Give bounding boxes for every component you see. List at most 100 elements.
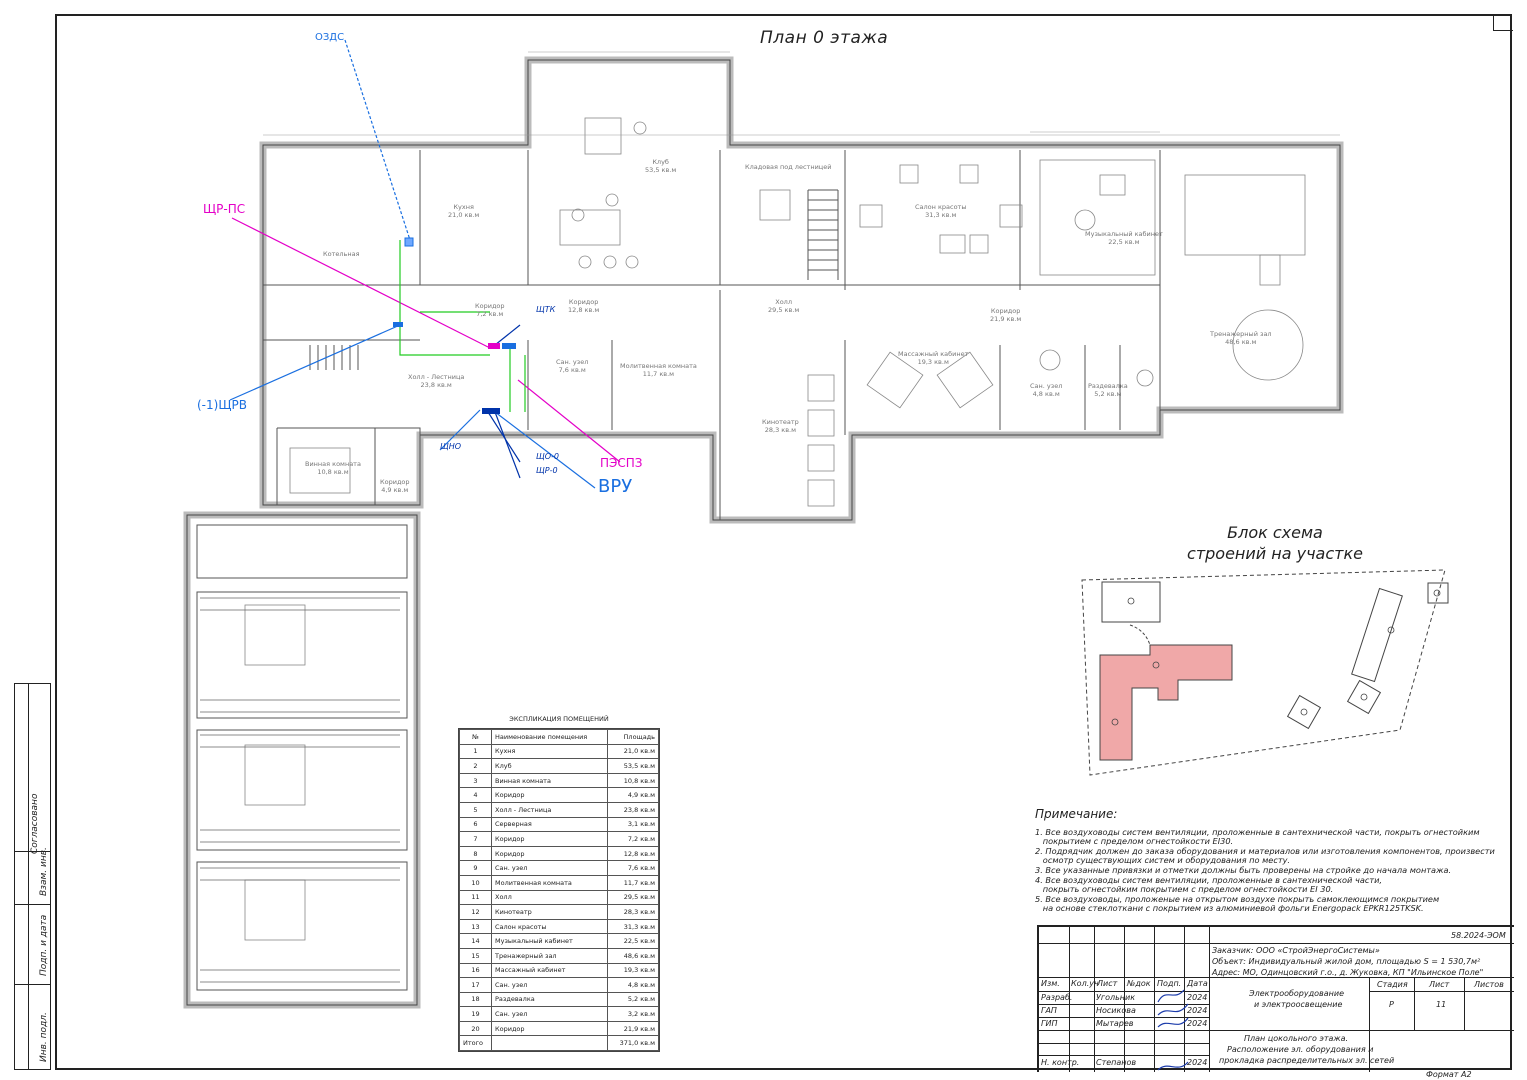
room-number: 18 — [459, 991, 492, 1008]
room-area: 53,5 кв.м — [607, 758, 659, 774]
room-area: 23,8 кв.м — [607, 801, 659, 818]
room-area: 7,6 кв.м — [607, 860, 659, 876]
date-gap: 2024 — [1187, 1006, 1208, 1015]
room-name: Салон красоты — [491, 918, 608, 935]
room-name: Винная комната — [305, 460, 361, 468]
room-name: Тренажерный зал — [491, 947, 608, 964]
stamp-line — [1209, 977, 1514, 978]
stamp-header-sign: Подп. — [1157, 979, 1182, 988]
room-name: Клуб — [491, 758, 608, 774]
pespz-label: ПЭСПЗ — [600, 456, 643, 470]
shrv-label: (-1)ЩРВ — [197, 398, 247, 412]
room-name: Кинотеатр — [491, 904, 608, 920]
stamp-line — [1039, 1030, 1514, 1031]
role-gip: ГИП — [1041, 1019, 1058, 1028]
plan-title: План 0 этажа — [760, 28, 889, 48]
room-area: 4,8 кв.м — [607, 977, 659, 993]
stamp-line — [1369, 991, 1514, 992]
room-area: 10,8 кв.м — [317, 468, 349, 476]
room-label-boiler: Котельная — [323, 250, 360, 258]
note-line: 5. Все воздуховоды, проложеные на открыт… — [1035, 893, 1440, 904]
section-title-1: Электрооборудование — [1249, 989, 1345, 998]
side-strip-row — [15, 984, 50, 985]
drawing-frame — [55, 14, 1512, 1070]
room-name: Сан. узел — [491, 1006, 608, 1022]
room-number: 15 — [459, 947, 492, 964]
role-razrab: Разраб. — [1041, 993, 1073, 1002]
room-name: Салон красоты — [915, 203, 967, 211]
room-name: Клуб — [652, 158, 669, 166]
role-nkontr: Н. контр. — [1041, 1058, 1080, 1067]
explication-table: ЭКСПЛИКАЦИЯ ПОМЕЩЕНИЙ № Наименование пом… — [458, 715, 660, 1053]
block-scheme-title-line1: Блок схема — [1227, 523, 1323, 542]
room-number: 4 — [459, 787, 492, 803]
room-name: Коридор — [568, 298, 599, 306]
shr0-label: ЩР-0 — [536, 466, 558, 475]
notes-lines: 1. Все воздуховоды систем вентиляции, пр… — [1035, 827, 1505, 914]
vru-label: ВРУ — [598, 476, 633, 497]
room-area: 53,5 кв.м — [645, 166, 677, 174]
room-area: 10,8 кв.м — [607, 772, 659, 789]
title-stamp: 58.2024-ЭОМ Заказчик: ООО «СтройЭнергоСи… — [1037, 925, 1514, 1072]
room-name: Коридор — [491, 831, 608, 847]
room-number: 11 — [459, 889, 492, 906]
side-approval-strip: Согласовано Взам. инв. Подп. и дата Инв.… — [14, 683, 51, 1070]
header-name: Наименование помещения — [491, 729, 608, 745]
room-name: Серверная — [491, 816, 608, 833]
room-name: Холл - Лестница — [408, 373, 465, 381]
room-number: 5 — [459, 801, 492, 818]
note-line: покрыть огнестойким покрытием с пределом… — [1035, 884, 1334, 895]
note-line: 2. Подрядчик должен до заказа оборудован… — [1035, 845, 1495, 856]
room-area: 7,6 кв.м — [558, 366, 586, 374]
room-area: 21,9 кв.м — [607, 1020, 659, 1037]
room-name: Коридор — [491, 1020, 608, 1037]
room-name: Молитвенная комната — [620, 362, 697, 370]
stamp-header-kol: Кол.уч — [1071, 979, 1099, 988]
room-area: 21,0 кв.м — [607, 743, 659, 760]
format-label: Формат А2 — [1426, 1070, 1472, 1079]
stamp-line — [1184, 927, 1185, 1072]
sheet-label: Лист — [1429, 980, 1450, 989]
stamp-line — [1154, 927, 1155, 1072]
room-name: Холл — [775, 298, 792, 306]
room-name: Кладовая под лестницей — [745, 163, 832, 171]
room-area: 19,3 кв.м — [607, 962, 659, 979]
drawing-code: 58.2024-ЭОМ — [1451, 931, 1506, 940]
sheet-value: 11 — [1436, 1000, 1447, 1009]
room-number: 17 — [459, 977, 492, 993]
room-area: 4,8 кв.м — [1032, 390, 1060, 398]
room-area: 11,7 кв.м — [607, 874, 659, 891]
address-text: Адрес: МО, Одинцовский г.о., д. Жуковка,… — [1212, 968, 1484, 977]
room-name: Сан. узел — [491, 977, 608, 993]
ozds-label: ОЗДС — [315, 32, 345, 43]
room-area: 21,9 кв.м — [990, 315, 1022, 323]
drawing-title-1: План цокольного этажа. — [1244, 1034, 1349, 1043]
room-area: 7,2 кв.м — [476, 310, 504, 318]
room-number: 3 — [459, 772, 492, 789]
sho0-label: ЩО-0 — [536, 452, 560, 461]
room-name: Холл - Лестница — [491, 801, 608, 818]
room-number: 20 — [459, 1020, 492, 1037]
room-number: 19 — [459, 1006, 492, 1022]
room-area: 31,3 кв.м — [607, 918, 659, 935]
section-title-2: и электроосвещение — [1254, 1000, 1343, 1009]
room-name: Кухня — [491, 743, 608, 760]
room-area: 29,5 кв.м — [768, 306, 800, 314]
name-nkontr: Степанов — [1096, 1058, 1137, 1067]
room-number: 14 — [459, 933, 492, 949]
room-name: Музыкальный кабинет — [1085, 230, 1163, 238]
stamp-line — [1414, 977, 1415, 1030]
